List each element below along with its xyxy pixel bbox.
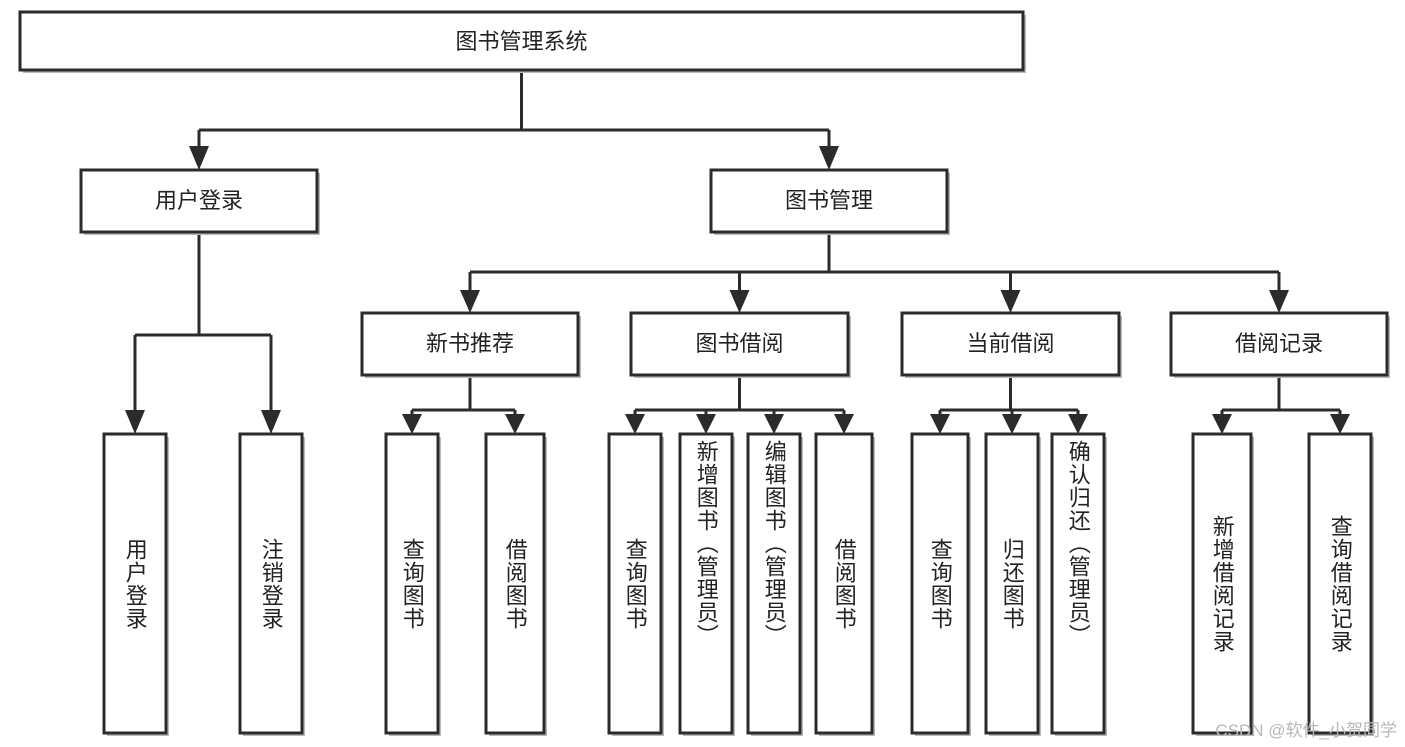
node-borrow-records-box[interactable]: [1169, 311, 1389, 377]
node-book-management-label: 图书管理: [785, 188, 873, 213]
leaf-confirm-return-box[interactable]: [1050, 432, 1106, 735]
arrow-head-leaf-return-book: [1002, 414, 1022, 434]
leaf-borrow-books-2-box[interactable]: [814, 432, 874, 735]
arrow-head-leaf-add-book: [696, 414, 716, 434]
node-borrow-records-label: 借阅记录: [1235, 331, 1323, 356]
arrow-head-borrow: [729, 290, 750, 313]
node-current-borrow-label: 当前借阅: [966, 331, 1054, 356]
arrow-head-book-mgmt: [819, 146, 839, 170]
leaf-user-login[interactable]: [102, 432, 169, 736]
arrow-head-new-books: [460, 290, 480, 313]
node-book-management[interactable]: 图书管理: [709, 168, 950, 235]
leaf-borrow-books-1-box[interactable]: [484, 432, 546, 735]
node-user-login[interactable]: 用户登录: [79, 168, 320, 235]
arrow-head-leaf-borrow-books-2: [834, 414, 854, 434]
arrow-head-records: [1269, 290, 1289, 313]
node-user-login-box[interactable]: [79, 168, 319, 234]
node-book-management-box[interactable]: [709, 168, 949, 234]
csdn-watermark: CSDN @软件_小贺同学: [1215, 721, 1397, 740]
leaf-user-login-box[interactable]: [102, 432, 168, 735]
leaf-query-books-1[interactable]: [384, 432, 441, 736]
node-new-book-recommend[interactable]: 新书推荐: [360, 311, 581, 378]
arrow-head-leaf-confirm-return: [1068, 414, 1088, 434]
edge-group-current-to-leaves: [930, 375, 1088, 434]
node-root-box[interactable]: [18, 10, 1025, 72]
leaf-add-book[interactable]: [678, 432, 735, 736]
leaf-logout-box[interactable]: [238, 432, 304, 735]
leaf-borrow-books-1[interactable]: [484, 432, 547, 736]
leaf-query-books-3-box[interactable]: [910, 432, 970, 735]
node-current-borrow-box[interactable]: [900, 311, 1121, 377]
leaf-query-record-box[interactable]: [1307, 432, 1373, 735]
node-borrow-records[interactable]: 借阅记录: [1169, 311, 1390, 378]
leaf-return-book-box[interactable]: [984, 432, 1040, 735]
arrow-head-leaf-add-record: [1212, 414, 1232, 434]
edge-group-root-to-level1: [189, 70, 839, 170]
edge-group-newbooks-to-leaves: [402, 375, 525, 434]
leaf-add-record[interactable]: [1191, 432, 1254, 736]
arrow-head-user-login: [189, 146, 209, 170]
node-new-book-recommend-label: 新书推荐: [426, 331, 514, 356]
leaf-add-book-box[interactable]: [678, 432, 734, 735]
node-new-book-recommend-box[interactable]: [360, 311, 580, 377]
edge-group-bookmgmt-to-level2: [460, 232, 1289, 313]
node-book-borrow-box[interactable]: [629, 311, 850, 377]
leaf-confirm-return[interactable]: [1050, 432, 1107, 736]
leaf-query-books-3[interactable]: [910, 432, 971, 736]
node-book-borrow[interactable]: 图书借阅: [629, 311, 851, 378]
arrow-head-leaf-edit-book: [764, 414, 784, 434]
leaf-query-record[interactable]: [1307, 432, 1374, 736]
leaf-add-record-box[interactable]: [1191, 432, 1253, 735]
arrow-head-leaf-query-books-2: [625, 414, 645, 434]
leaf-query-books-1-box[interactable]: [384, 432, 440, 735]
leaf-query-books-2[interactable]: [607, 432, 664, 736]
edge-group-userlogin-to-leaves: [125, 232, 281, 434]
arrow-head-leaf-user-login: [125, 410, 145, 434]
leaf-query-books-2-box[interactable]: [607, 432, 663, 735]
node-user-login-label: 用户登录: [155, 188, 243, 213]
node-current-borrow[interactable]: 当前借阅: [900, 311, 1122, 378]
node-root[interactable]: 图书管理系统: [18, 10, 1026, 73]
node-book-borrow-label: 图书借阅: [695, 331, 783, 356]
edge-group-borrow-to-leaves: [625, 375, 854, 434]
leaf-node-group: [102, 432, 1374, 736]
arrow-head-leaf-borrow-books-1: [505, 414, 525, 434]
arrow-head-current: [1000, 290, 1021, 313]
leaf-logout[interactable]: [238, 432, 305, 736]
arrow-head-leaf-query-record: [1330, 414, 1350, 434]
leaf-return-book[interactable]: [984, 432, 1041, 736]
edge-group-records-to-leaves: [1212, 375, 1350, 434]
node-root-label: 图书管理系统: [455, 29, 587, 54]
leaf-borrow-books-2[interactable]: [814, 432, 875, 736]
arrow-head-leaf-query-books-1: [402, 414, 422, 434]
arrow-head-leaf-logout: [261, 410, 281, 434]
leaf-edit-book-box[interactable]: [746, 432, 802, 735]
arrow-head-leaf-query-books-3: [930, 414, 950, 434]
leaf-edit-book[interactable]: [746, 432, 803, 736]
